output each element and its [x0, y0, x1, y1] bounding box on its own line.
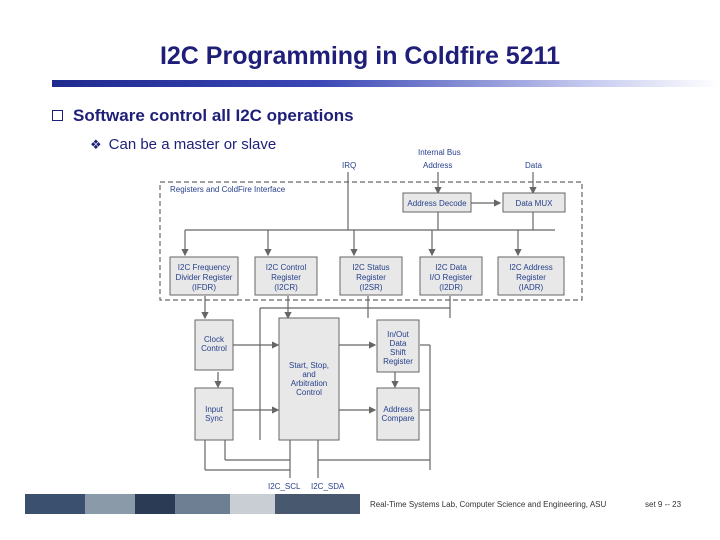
- footer-image-strip: [25, 494, 360, 514]
- diamond-bullet-icon: ❖: [90, 137, 102, 152]
- reg-1-line-0: I2C Control: [266, 263, 307, 272]
- sda-label: I2C_SDA: [311, 482, 345, 491]
- reg-0-line-1: Divider Register: [176, 273, 233, 282]
- iadr-register-box: [497, 256, 565, 296]
- reg-4-line-0: I2C Address: [509, 263, 553, 272]
- reg-1-line-2: (I2CR): [274, 283, 298, 292]
- data-mux-label: Data MUX: [516, 199, 554, 208]
- reg-4-line-1: Register: [516, 273, 546, 282]
- reg-2-line-1: Register: [356, 273, 386, 282]
- address-label: Address: [423, 161, 452, 170]
- input-sync-line-1: Sync: [205, 414, 223, 423]
- reg-0-line-0: I2C Frequency: [178, 263, 230, 272]
- interface-boundary: [159, 181, 583, 301]
- address-decode-box: [402, 192, 472, 213]
- bullet-1: Software control all I2C operations: [52, 106, 354, 126]
- center-block-line-2: Arbitration: [291, 379, 327, 388]
- shift-line-3: Register: [383, 357, 413, 366]
- i2cr-register-box: [254, 256, 318, 296]
- footer-lab: Real-Time Systems Lab, Computer Science …: [370, 500, 607, 509]
- reg-1-line-1: Register: [271, 273, 301, 282]
- i2sr-register-box: [339, 256, 403, 296]
- center-block-line-1: and: [302, 370, 315, 379]
- input-sync-box: [194, 387, 234, 441]
- address-compare-box: [376, 387, 420, 441]
- data-mux-box: [502, 192, 566, 213]
- ifdr-register-box: [169, 256, 239, 296]
- reg-4-line-2: (IADR): [519, 283, 544, 292]
- clock-control-box: [194, 319, 234, 371]
- i2dr-register-box: [419, 256, 483, 296]
- interface-label: Registers and ColdFire Interface: [170, 185, 286, 194]
- compare-line-1: Compare: [382, 414, 415, 423]
- bullet-1-text: Software control all I2C operations: [73, 106, 354, 125]
- shift-line-1: Data: [390, 339, 407, 348]
- compare-line-0: Address: [383, 405, 412, 414]
- center-block-line-3: Control: [296, 388, 322, 397]
- address-decode-label: Address Decode: [407, 199, 467, 208]
- arbitration-control-box: [278, 317, 340, 441]
- internal-bus-label: Internal Bus: [418, 148, 461, 157]
- title-rule: [52, 80, 720, 87]
- slide-title: I2C Programming in Coldfire 5211: [159, 42, 561, 70]
- irq-label: IRQ: [342, 161, 356, 170]
- shift-line-2: Shift: [390, 348, 407, 357]
- reg-2-line-0: I2C Status: [352, 263, 389, 272]
- data-label: Data: [525, 161, 542, 170]
- reg-2-line-2: (I2SR): [359, 283, 382, 292]
- clock-control-line-1: Control: [201, 344, 227, 353]
- bullet-2: ❖ Can be a master or slave: [90, 136, 276, 153]
- shift-register-box: [376, 319, 420, 373]
- clock-control-line-0: Clock: [204, 335, 225, 344]
- reg-0-line-2: (IFDR): [192, 283, 216, 292]
- scl-label: I2C_SCL: [268, 482, 301, 491]
- square-bullet-icon: [52, 110, 63, 121]
- i2c-block-diagram: Internal Bus IRQ Address Data Registers …: [159, 148, 583, 491]
- footer-page: set 9 -- 23: [645, 500, 682, 509]
- center-block-line-0: Start, Stop,: [289, 361, 329, 370]
- shift-line-0: In/Out: [387, 330, 410, 339]
- reg-3-line-2: (I2DR): [439, 283, 463, 292]
- bullet-2-text: Can be a master or slave: [108, 136, 277, 153]
- input-sync-line-0: Input: [205, 405, 224, 414]
- reg-3-line-1: I/O Register: [430, 273, 473, 282]
- reg-3-line-0: I2C Data: [435, 263, 467, 272]
